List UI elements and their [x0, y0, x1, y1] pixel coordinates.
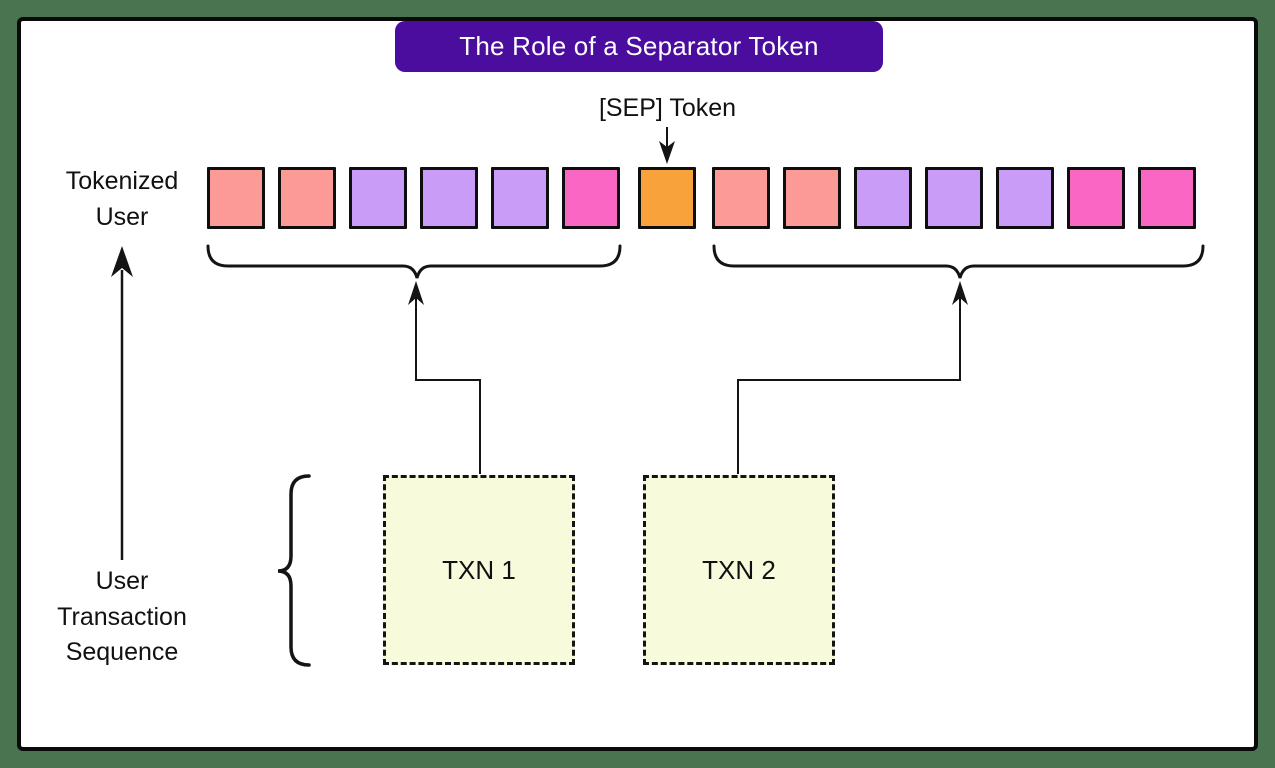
title-banner: The Role of a Separator Token — [395, 21, 883, 72]
sep-token-square — [638, 167, 696, 229]
tokenized-user-row — [207, 167, 1196, 231]
user-transaction-sequence-label: User Transaction Sequence — [57, 567, 187, 666]
token-square-purple — [925, 167, 983, 229]
token-square-purple — [349, 167, 407, 229]
tokenized-user-label: Tokenized User — [65, 167, 179, 231]
token-square-purple — [491, 167, 549, 229]
token-square-magenta — [562, 167, 620, 229]
txn-2-label: TXN 2 — [702, 554, 776, 585]
token-square-salmon — [207, 167, 265, 229]
token-square-magenta — [1067, 167, 1125, 229]
txn-1-box: TXN 1 — [383, 475, 575, 665]
token-square-purple — [854, 167, 912, 229]
txn-1-label: TXN 1 — [442, 554, 516, 585]
token-square-salmon — [712, 167, 770, 229]
diagram-canvas — [17, 17, 1258, 751]
page-title: The Role of a Separator Token — [459, 31, 819, 61]
token-square-purple — [996, 167, 1054, 229]
token-square-magenta — [1138, 167, 1196, 229]
token-square-salmon — [278, 167, 336, 229]
token-square-salmon — [783, 167, 841, 229]
token-square-purple — [420, 167, 478, 229]
sep-token-label: [SEP] Token — [598, 94, 737, 122]
txn-2-box: TXN 2 — [643, 475, 835, 665]
